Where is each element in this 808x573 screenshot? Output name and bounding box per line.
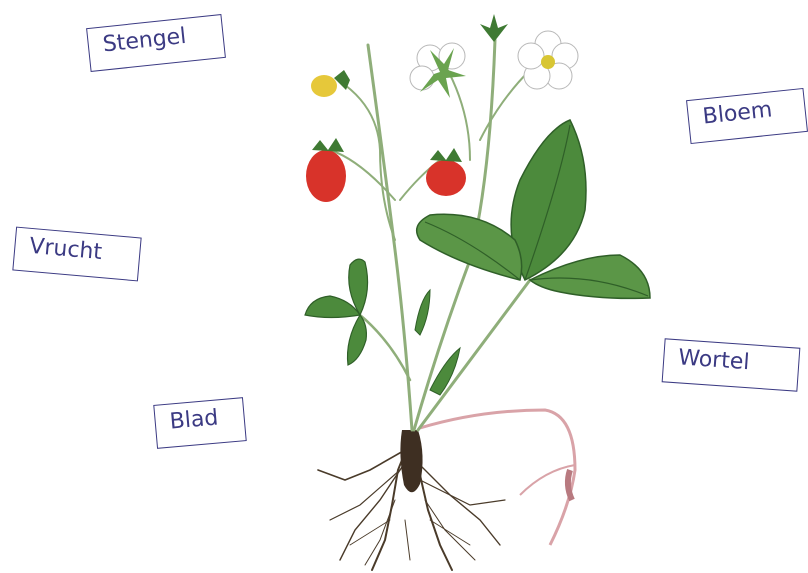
- label-bloem[interactable]: Bloem: [686, 88, 808, 144]
- rhizome: [400, 430, 422, 492]
- runner: [420, 410, 575, 545]
- label-vrucht[interactable]: Vrucht: [12, 227, 141, 282]
- label-stengel[interactable]: Stengel: [86, 14, 226, 72]
- label-blad[interactable]: Blad: [153, 397, 246, 449]
- label-wortel[interactable]: Wortel: [662, 338, 801, 391]
- leaves: [305, 120, 650, 395]
- strawberry-plant-illustration: [280, 0, 680, 573]
